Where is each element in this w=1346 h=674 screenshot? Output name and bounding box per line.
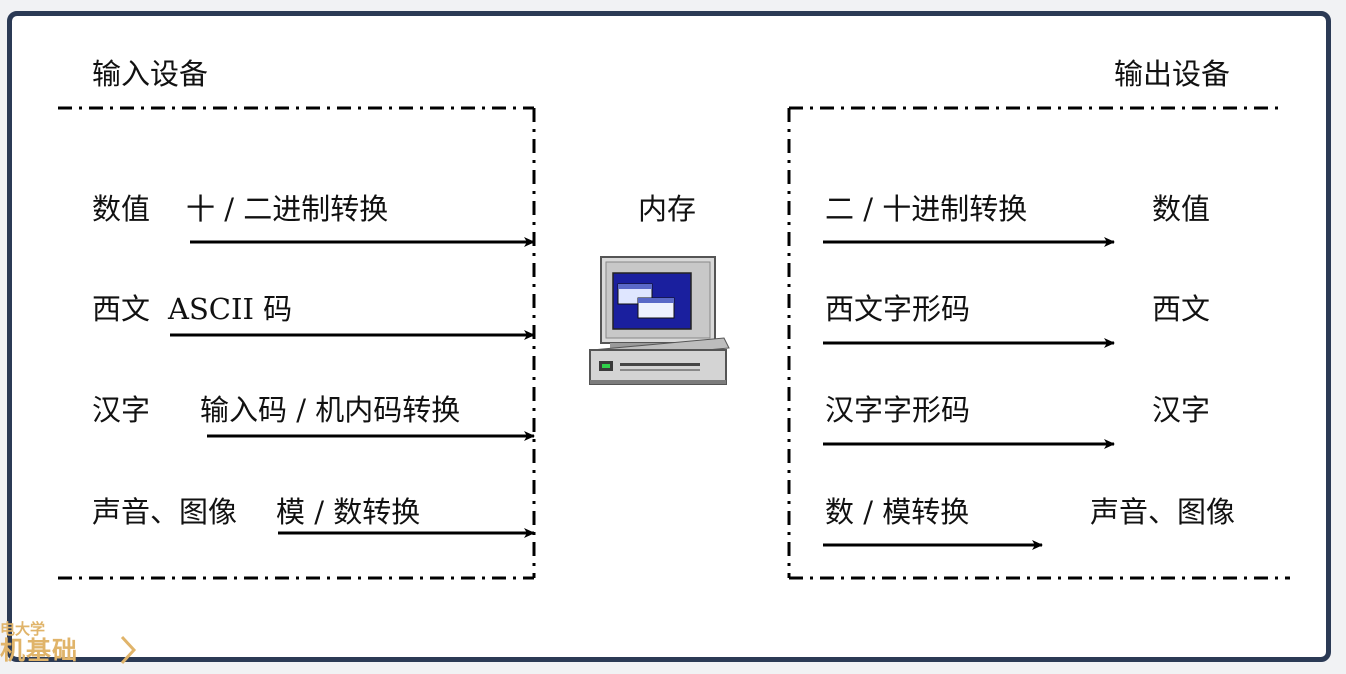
input-item-numeric: 数值 <box>92 192 151 226</box>
output-conversion-chinese: 汉字字形码 <box>825 393 971 427</box>
input-conversion-numeric: 十 / 二进制转换 <box>186 192 389 226</box>
output-conversion-western: 西文字形码 <box>825 292 971 326</box>
output-conversion-media: 数 / 模转换 <box>825 495 970 529</box>
output-item-chinese: 汉字 <box>1152 393 1211 427</box>
output-devices-title: 输出设备 <box>1114 57 1231 91</box>
chevron-right-icon <box>120 635 137 665</box>
input-conversion-chinese: 输入码 / 机内码转换 <box>200 393 461 427</box>
output-conversion-numeric: 二 / 十进制转换 <box>825 192 1028 226</box>
watermark: 电大学 机基础 <box>0 620 79 665</box>
input-box <box>58 106 536 580</box>
input-item-chinese: 汉字 <box>92 393 151 427</box>
computer-icon <box>589 256 730 385</box>
input-conversion-western: ASCII 码 <box>168 292 293 326</box>
input-item-media: 声音、图像 <box>92 495 238 529</box>
input-conversion-media: 模 / 数转换 <box>276 495 421 529</box>
memory-label: 内存 <box>638 192 697 226</box>
output-box <box>787 106 1290 580</box>
watermark-line1: 电大学 <box>0 620 46 638</box>
output-item-media: 声音、图像 <box>1090 495 1236 529</box>
output-item-numeric: 数值 <box>1152 192 1211 226</box>
output-item-western: 西文 <box>1152 292 1211 326</box>
input-item-western: 西文 <box>92 292 151 326</box>
watermark-line2: 机基础 <box>0 635 79 665</box>
input-devices-title: 输入设备 <box>92 57 209 91</box>
